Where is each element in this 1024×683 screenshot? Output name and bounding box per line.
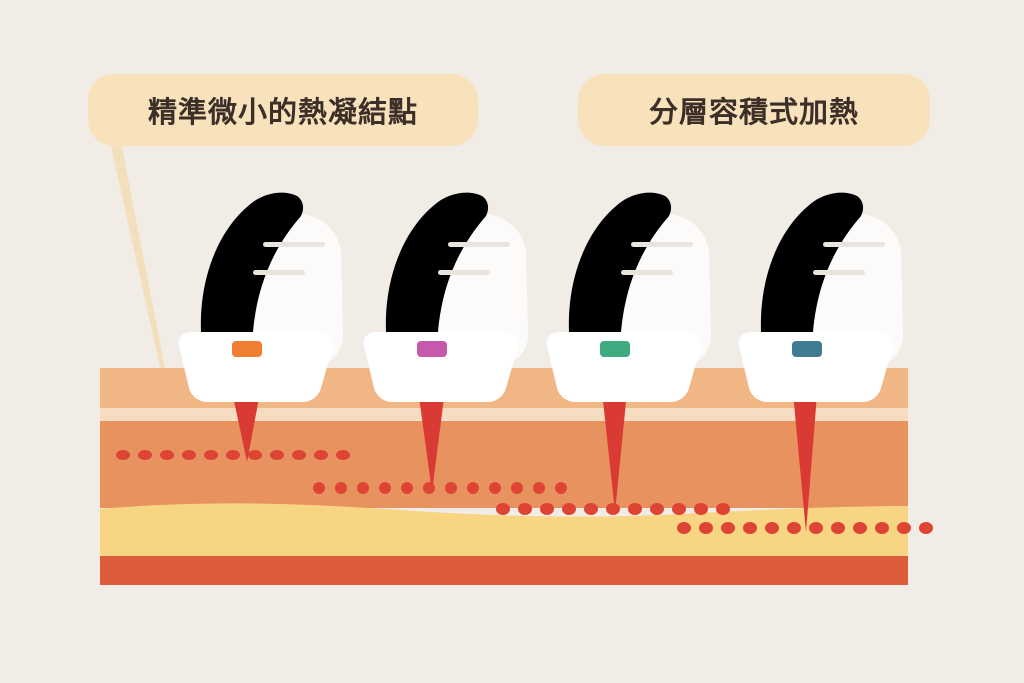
coagulation-dot <box>496 503 510 515</box>
coagulation-dot <box>248 450 262 460</box>
coagulation-dot <box>292 450 306 460</box>
coagulation-dot <box>357 482 369 494</box>
coagulation-dot <box>809 522 823 534</box>
coagulation-dot <box>313 482 325 494</box>
coagulation-row <box>116 450 350 460</box>
handpiece-button-blue[interactable] <box>792 341 822 357</box>
coagulation-row <box>496 503 730 515</box>
coagulation-dot <box>226 450 240 460</box>
coagulation-dot <box>423 482 435 494</box>
coagulation-dot <box>336 450 350 460</box>
coagulation-dot <box>160 450 174 460</box>
coagulation-dot <box>445 482 457 494</box>
callout-precision-label: 精準微小的熱凝結點 <box>147 97 418 129</box>
coagulation-dot <box>628 503 642 515</box>
coagulation-dot <box>533 482 545 494</box>
coagulation-dot <box>489 482 501 494</box>
cone-orange <box>230 382 262 462</box>
handpiece-orange[interactable] <box>178 192 344 402</box>
coagulation-dot <box>694 503 708 515</box>
callout-precision-coagulation: 精準微小的熱凝結點 <box>88 74 478 146</box>
coagulation-dot <box>919 522 933 534</box>
coagulation-dot <box>562 503 576 515</box>
coagulation-dot <box>555 482 567 494</box>
callout-layered-heating: 分層容積式加熱 <box>578 74 930 146</box>
coagulation-dot <box>204 450 218 460</box>
handpiece-orchid[interactable] <box>363 192 529 402</box>
coagulation-dot <box>314 450 328 460</box>
coagulation-dot <box>831 522 845 534</box>
handpiece-button-orchid[interactable] <box>417 341 447 357</box>
handpiece-button-orange[interactable] <box>232 341 262 357</box>
skin-layer-subcutaneous-fat <box>100 503 908 556</box>
coagulation-dot-rows <box>116 450 933 534</box>
coagulation-dot <box>743 522 757 534</box>
skin-layer-dermal-junction <box>100 408 908 421</box>
coagulation-dot <box>584 503 598 515</box>
handpiece-button-teal[interactable] <box>600 341 630 357</box>
cone-teal <box>601 382 628 512</box>
coagulation-dot <box>897 522 911 534</box>
coagulation-dot <box>650 503 664 515</box>
callout-layered-label: 分層容積式加熱 <box>648 97 859 129</box>
coagulation-dot <box>699 522 713 534</box>
coagulation-dot <box>606 503 620 515</box>
coagulation-dot <box>853 522 867 534</box>
coagulation-dot <box>721 522 735 534</box>
coagulation-dot <box>182 450 196 460</box>
skin-layer-dermis <box>100 421 908 508</box>
handpiece-teal[interactable] <box>546 192 712 402</box>
coagulation-dot <box>540 503 554 515</box>
coagulation-dot <box>138 450 152 460</box>
skin-layer-muscle-fascia <box>100 556 908 585</box>
coagulation-dot <box>518 503 532 515</box>
coagulation-row <box>677 522 933 534</box>
coagulation-dot <box>270 450 284 460</box>
coagulation-dot <box>335 482 347 494</box>
coagulation-dot <box>672 503 686 515</box>
coagulation-dot <box>401 482 413 494</box>
coagulation-dot <box>511 482 523 494</box>
callout-pointer-line <box>110 142 170 394</box>
coagulation-dot <box>787 522 801 534</box>
cone-blue <box>792 382 818 532</box>
coagulation-dot <box>467 482 479 494</box>
coagulation-dot <box>379 482 391 494</box>
coagulation-row <box>313 482 567 494</box>
coagulation-dot <box>677 522 691 534</box>
handpiece-blue[interactable] <box>738 192 904 402</box>
coagulation-dot <box>765 522 779 534</box>
coagulation-dot <box>116 450 130 460</box>
coagulation-cones <box>230 382 818 532</box>
coagulation-dot <box>716 503 730 515</box>
cone-orchid <box>417 382 446 492</box>
coagulation-dot <box>875 522 889 534</box>
